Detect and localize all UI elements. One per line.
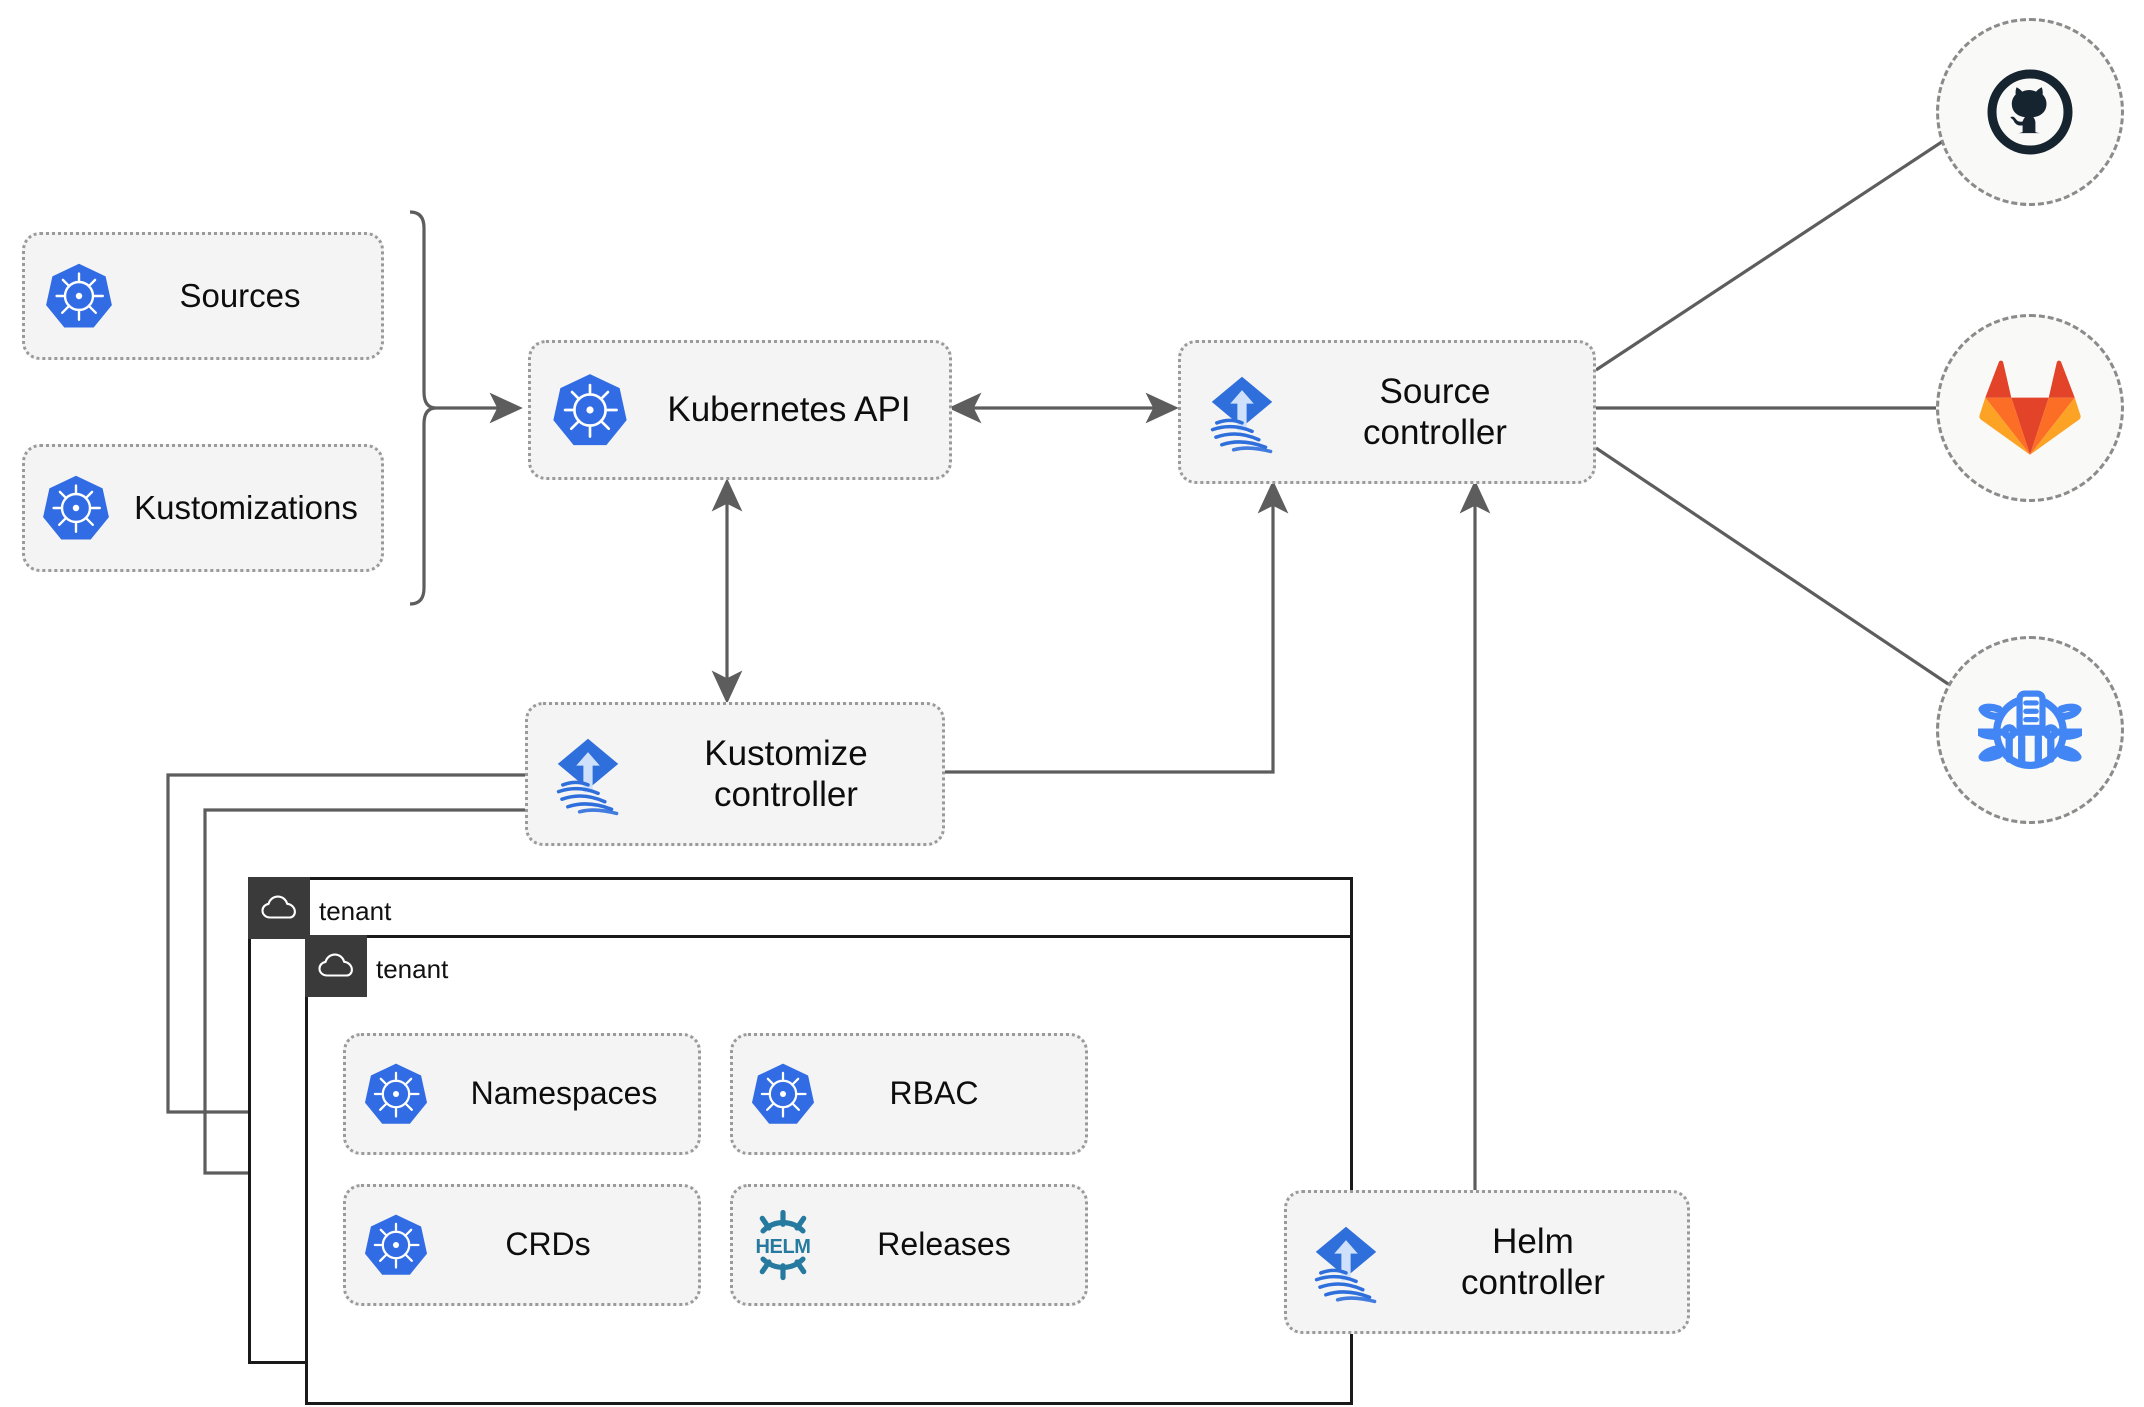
wire-sourcecontroller-registry	[1595, 446, 1979, 705]
node-label: Source controller	[1363, 371, 1507, 452]
cloud-icon	[248, 877, 310, 939]
node-label: CRDs	[505, 1226, 591, 1263]
flux-icon	[1287, 1220, 1405, 1304]
node-crds[interactable]: CRDs	[343, 1184, 701, 1306]
node-helm-controller[interactable]: Helm controller	[1284, 1190, 1690, 1334]
kubernetes-icon	[531, 371, 649, 449]
github-icon	[1987, 69, 2073, 155]
node-kubernetes-api[interactable]: Kubernetes API	[528, 340, 952, 480]
node-label: RBAC	[889, 1075, 979, 1112]
node-label: Helm controller	[1461, 1221, 1605, 1302]
node-label: Kubernetes API	[667, 390, 911, 430]
node-kustomize-controller[interactable]: Kustomize controller	[525, 702, 945, 846]
node-label: Releases	[877, 1226, 1011, 1263]
provider-github[interactable]	[1936, 18, 2124, 206]
node-sources[interactable]: Sources	[22, 232, 384, 360]
wire-resources-bracket	[409, 210, 437, 606]
node-namespaces[interactable]: Namespaces	[343, 1033, 701, 1155]
node-label: Sources	[179, 276, 301, 314]
cloud-icon-glyph	[261, 895, 296, 919]
kubernetes-icon	[25, 261, 133, 331]
wire-kustomizecontroller-sourcecontroller	[944, 480, 1289, 774]
kubernetes-icon	[346, 1061, 446, 1127]
node-kustomizations[interactable]: Kustomizations	[22, 444, 384, 572]
gitlab-icon	[1979, 360, 2081, 455]
node-source-controller[interactable]: Source controller	[1178, 340, 1596, 484]
cloud-icon-glyph	[318, 953, 353, 977]
kubernetes-icon	[25, 473, 127, 543]
container-registry-icon	[1978, 690, 2082, 769]
node-label: Kustomizations	[134, 488, 358, 526]
node-label: Namespaces	[470, 1075, 658, 1112]
provider-gitlab[interactable]	[1936, 314, 2124, 502]
kubernetes-icon	[346, 1212, 446, 1278]
svg-text:HELM: HELM	[755, 1236, 810, 1258]
helm-icon: HELM	[733, 1208, 833, 1282]
cloud-icon	[305, 935, 367, 997]
tenant-box-inner: tenant	[305, 935, 1353, 1405]
flux-icon	[1181, 370, 1303, 454]
flux-icon	[528, 732, 648, 816]
node-rbac[interactable]: RBAC	[730, 1033, 1088, 1155]
wire-sourcecontroller-github	[1595, 117, 1979, 372]
tenant-label-outer: tenant	[319, 895, 392, 926]
kubernetes-icon	[733, 1061, 833, 1127]
node-releases[interactable]: HELM Releases	[730, 1184, 1088, 1306]
node-label: Kustomize controller	[704, 733, 868, 814]
tenant-label-inner: tenant	[376, 953, 449, 984]
provider-container-registry[interactable]	[1936, 636, 2124, 824]
